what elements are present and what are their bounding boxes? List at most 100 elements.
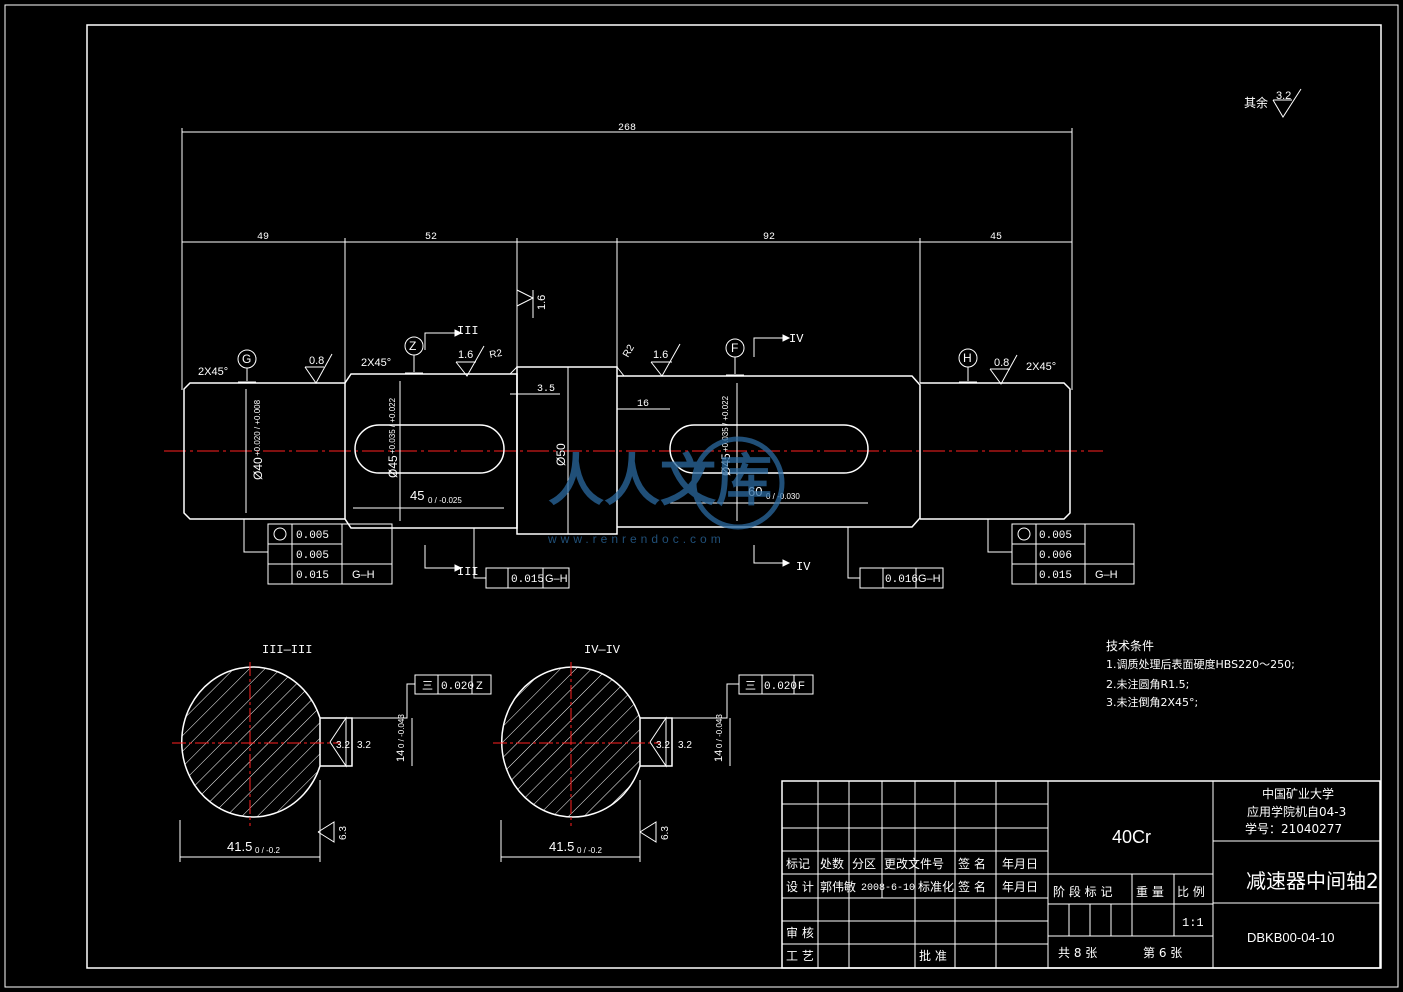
approve: 批 准 xyxy=(919,948,947,963)
title-block-text: 40Cr 中国矿业大学 应用学院机自04-3 学号：21040277 减速器中间… xyxy=(786,786,1379,963)
title-block xyxy=(781,780,1381,969)
tf-mid1-runout: 0.015 xyxy=(511,574,544,586)
design-date: 2008-6-10 xyxy=(861,883,915,894)
watermark: 人人文库 www.renrendoc.com xyxy=(547,436,785,546)
hdr-mark: 标记 xyxy=(786,857,810,871)
drawing-number: DBKB00-04-10 xyxy=(1247,930,1334,945)
chamfer-left: 2X45° xyxy=(198,366,228,378)
datum-g: G xyxy=(242,352,251,366)
tolerance-frame-mid1 xyxy=(473,528,570,589)
hdr-sign: 签 名 xyxy=(958,856,986,871)
section-cut-labels: III III IV IV xyxy=(457,324,811,579)
tf-mid1-datum: G–H xyxy=(545,573,568,585)
finish-a: 0.8 xyxy=(309,355,324,367)
chamfer-mid: 2X45° xyxy=(361,357,391,369)
finish-e: 0.8 xyxy=(994,357,1009,369)
dim-seg4: 45 xyxy=(990,232,1002,243)
design-label: 设 计 xyxy=(786,880,814,894)
tech-note-3: 3.未注倒角2X45°; xyxy=(1106,695,1198,709)
sec3-width-tol: 0 / -0.2 xyxy=(255,846,280,855)
dimension-texts: 268 49 52 92 45 3.5 16 2X45° 2X45° 2X45°… xyxy=(198,123,1056,505)
tf-mid2-datum: G–H xyxy=(918,573,941,585)
inner-border xyxy=(86,24,1382,969)
dim-collar-width: 3.5 xyxy=(537,384,555,395)
cut-label-3-bot: III xyxy=(457,565,479,579)
sec3-key-tol: 0 / -0.043 xyxy=(397,714,406,748)
finish-marks xyxy=(304,289,1018,385)
key1-len: 45 xyxy=(410,488,424,503)
tolerance-frame-left-text: 0.005 0.005 0.015 G–H xyxy=(296,530,375,582)
cut-label-4-bot: IV xyxy=(796,560,811,574)
university: 中国矿业大学 xyxy=(1262,786,1334,801)
sec4-finish-c: 6.3 xyxy=(660,826,671,840)
keyway-left xyxy=(354,424,505,474)
designer: 郭伟敏 xyxy=(820,879,856,894)
outer-border xyxy=(4,4,1399,988)
review: 审 核 xyxy=(786,925,814,940)
dia-key1: Ø45 xyxy=(386,455,400,478)
sec4-width-tol: 0 / -0.2 xyxy=(577,846,602,855)
technical-notes: 技术条件 1.调质处理后表面硬度HBS220～250; 2.未注圆角R1.5; … xyxy=(1106,639,1295,709)
sec3-sym-icon: 三 xyxy=(422,680,433,692)
section-cut-marks xyxy=(424,329,791,572)
tf-right-datum: G–H xyxy=(1095,569,1118,581)
dia-key2-tol: +0.035 / +0.022 xyxy=(721,395,730,452)
sec3-datum: Z xyxy=(476,680,483,692)
tf-left-roundness: 0.005 xyxy=(296,530,329,542)
dim-seg2: 52 xyxy=(425,232,437,243)
sec4-sym-value: 0.020 xyxy=(764,681,797,693)
stage-mark: 阶 段 标 记 xyxy=(1053,884,1112,899)
radius-left: R2 xyxy=(489,348,504,361)
part-name: 减速器中间轴2 xyxy=(1246,869,1379,893)
key2-tol: 0 / -0.030 xyxy=(766,492,800,501)
sec4-finish-b: 3.2 xyxy=(678,740,692,751)
material: 40Cr xyxy=(1112,827,1151,847)
dim-key-offset: 16 xyxy=(637,399,649,410)
key2-len: 60 xyxy=(748,484,762,499)
datum-h: H xyxy=(963,351,972,365)
sec3-finish-a: 3.2 xyxy=(336,740,350,751)
finish-c: 1.6 xyxy=(653,349,668,361)
sec3-finish-c: 6.3 xyxy=(338,826,349,840)
sheet-number: 第 6 张 xyxy=(1143,946,1182,960)
dia-key2: Ø45 xyxy=(719,453,733,476)
weight: 重 量 xyxy=(1136,885,1164,899)
sec3-sym-value: 0.020 xyxy=(441,681,474,693)
watermark-text: 人人文库 xyxy=(548,449,772,514)
sec3-key: 14 xyxy=(395,750,407,762)
hdr-date: 年月日 xyxy=(1002,857,1038,871)
cut-label-3-top: III xyxy=(457,324,479,338)
sec3-finish-b: 3.2 xyxy=(357,740,371,751)
section-4: IV—IV 三 0.020 F 41.5 0 / -0.2 14 0 / -0.… xyxy=(493,643,814,862)
hdr-change-doc: 更改文件号 xyxy=(884,856,944,871)
scale-value: 1:1 xyxy=(1182,916,1204,930)
student-id: 学号：21040277 xyxy=(1245,821,1342,836)
cut-label-4-top: IV xyxy=(789,332,804,346)
tolerance-frame-mid2-text: 0.016 G–H xyxy=(885,573,941,586)
tf-left-datum: G–H xyxy=(352,569,375,581)
tf-left-cylindricity: 0.005 xyxy=(296,550,329,562)
dim-seg3: 92 xyxy=(763,232,775,243)
key1-tol: 0 / -0.025 xyxy=(428,496,462,505)
tolerance-frame-mid1-text: 0.015 G–H xyxy=(511,573,568,586)
tolerance-frame-left xyxy=(243,519,393,585)
datum-letters: G Z F H xyxy=(242,339,972,366)
tech-note-2: 2.未注圆角R1.5; xyxy=(1106,677,1189,691)
tech-notes-title: 技术条件 xyxy=(1106,639,1154,653)
datum-f: F xyxy=(731,341,738,355)
chamfer-right: 2X45° xyxy=(1026,361,1056,373)
finish-other-label: 其余 xyxy=(1244,95,1268,110)
tolerance-frame-right xyxy=(987,519,1135,585)
tf-right-roundness: 0.005 xyxy=(1039,530,1072,542)
keyway-right xyxy=(669,424,869,474)
dia-key1-tol: +0.035 / +0.022 xyxy=(388,397,397,454)
class-line: 应用学院机自04-3 xyxy=(1247,804,1346,819)
standardization: 标准化 xyxy=(918,880,954,894)
design-sign: 签 名 xyxy=(958,879,986,894)
tech-note-1: 1.调质处理后表面硬度HBS220～250; xyxy=(1106,657,1295,671)
datum-symbols xyxy=(237,336,978,383)
design-date-label: 年月日 xyxy=(1002,880,1038,894)
hdr-zone: 分区 xyxy=(852,857,876,871)
sec4-sym-icon: 三 xyxy=(745,680,756,692)
